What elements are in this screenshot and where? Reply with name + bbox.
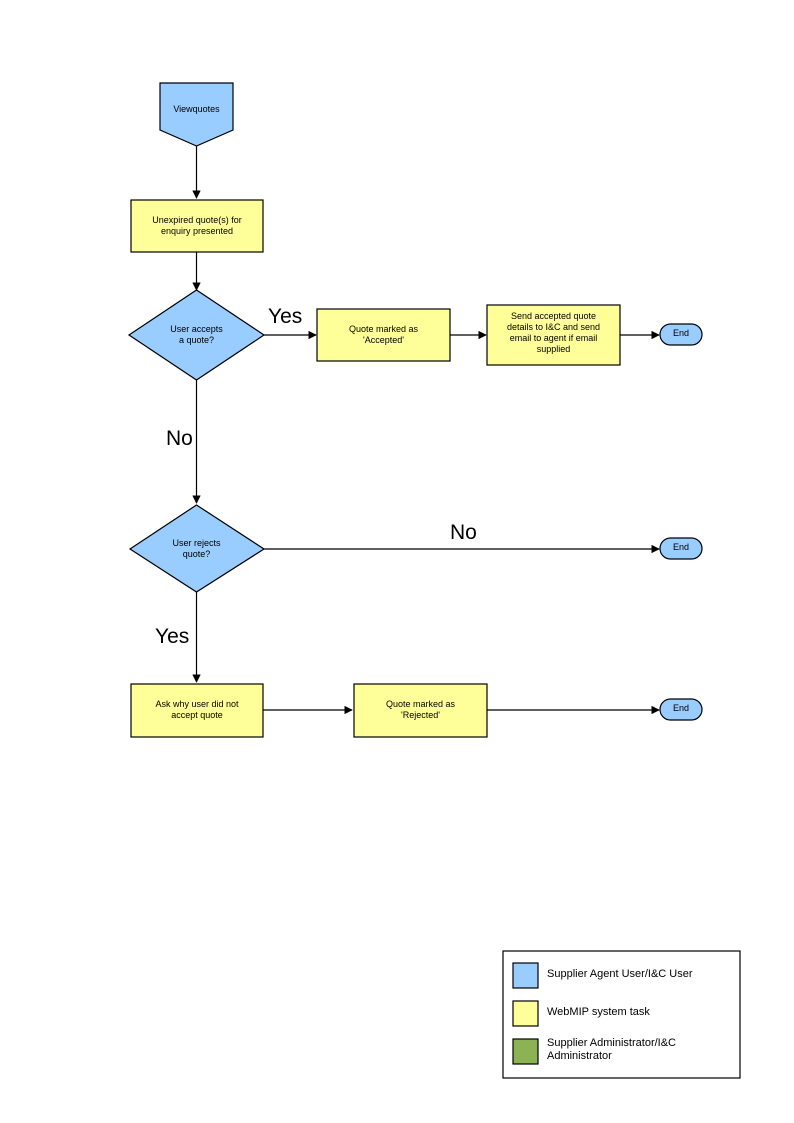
edge-label-rejects-no: No	[450, 521, 477, 544]
legend-swatch-supplier-agent	[512, 962, 539, 989]
node-end-1[interactable]	[659, 323, 703, 346]
node-quote-marked-accepted[interactable]	[316, 308, 451, 362]
node-unexpired-quotes[interactable]	[130, 199, 264, 253]
legend-label-supplier-administrator: Supplier Administrator/I&C Administrator	[547, 1037, 676, 1062]
node-decision-user-accepts[interactable]	[127, 289, 266, 381]
node-start-viewquotes[interactable]	[159, 82, 234, 147]
edge-label-rejects-yes: Yes	[155, 625, 190, 648]
node-end-2[interactable]	[659, 537, 703, 560]
legend-label-supplier-agent: Supplier Agent User/I&C User	[547, 968, 693, 980]
connectors	[192, 145, 660, 715]
legend-label-webmip-system: WebMIP system task	[547, 1006, 650, 1018]
node-ask-why-not-accepted[interactable]	[130, 683, 264, 738]
edge-label-accepts-no: No	[166, 427, 193, 450]
edge-label-accepts-yes: Yes	[268, 305, 303, 328]
legend-frame	[502, 950, 741, 1079]
node-end-3[interactable]	[659, 698, 703, 721]
node-send-accepted-quote-details[interactable]	[486, 304, 621, 366]
legend-swatch-webmip-system	[512, 1000, 539, 1027]
node-quote-marked-rejected[interactable]	[353, 683, 488, 738]
legend-swatch-supplier-administrator	[512, 1038, 539, 1065]
node-decision-user-rejects[interactable]	[128, 504, 266, 593]
